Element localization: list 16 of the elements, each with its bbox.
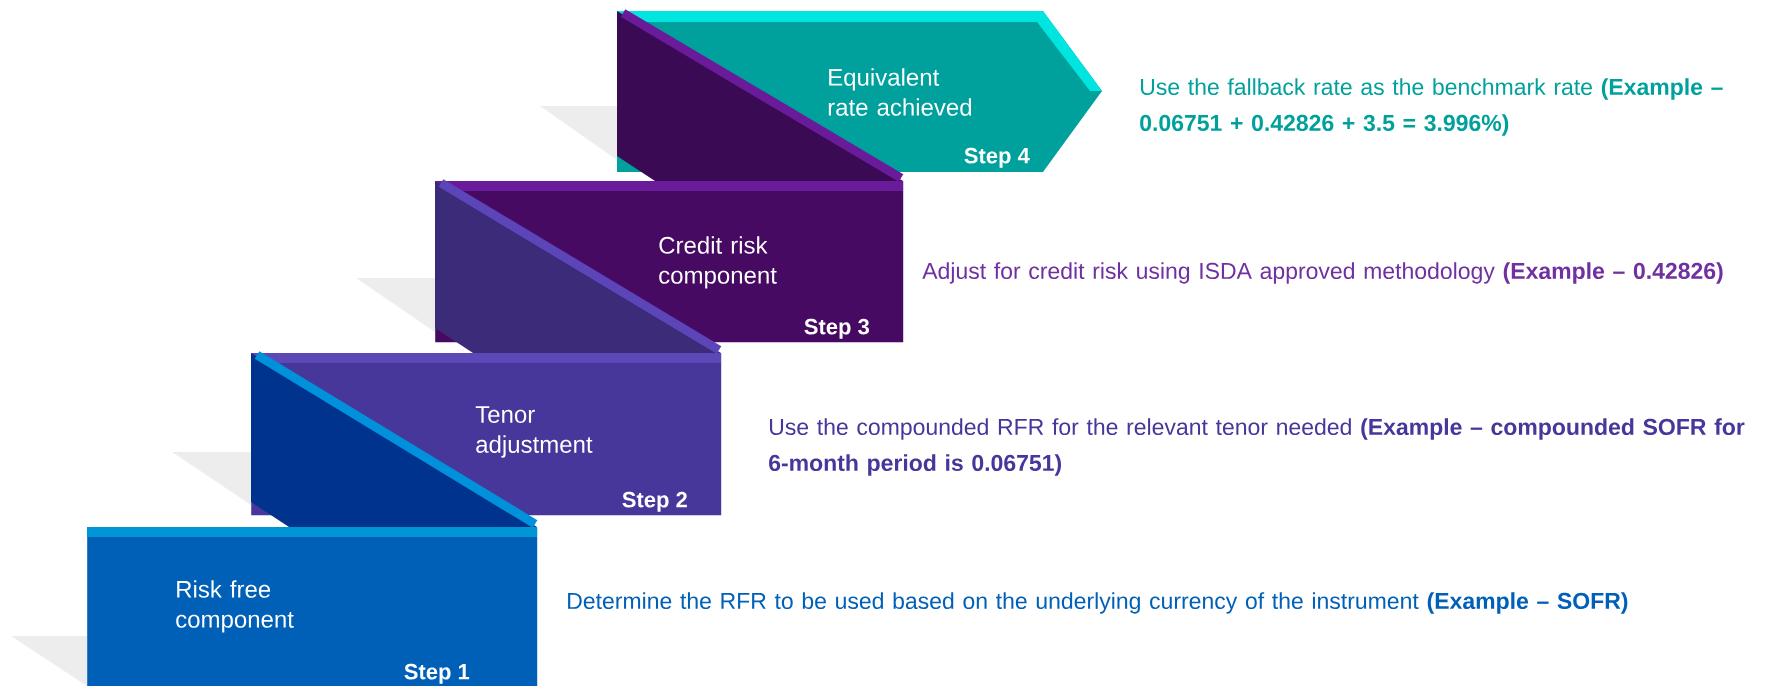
step-description: Use the compounded RFR for the relevant tenor needed (Example – compounded SOFR for 6-month period is 0.06751) — [769, 418, 1745, 476]
step-label: Step 3 — [804, 318, 869, 339]
step-label: Step 1 — [404, 663, 470, 684]
step-title: Tenor adjustment — [475, 406, 593, 458]
step-block — [435, 179, 904, 354]
step-title: Risk free component — [176, 580, 294, 633]
step-label: Step 4 — [964, 147, 1030, 168]
step-block — [617, 9, 1102, 182]
step-description: Adjust for credit risk using ISDA approved methodology (Example – 0.42826) — [922, 262, 1723, 284]
step-title: Equivalent rate achieved — [828, 68, 972, 116]
step-label: Step 2 — [622, 491, 687, 512]
step-block — [87, 527, 538, 686]
step-title: Credit risk component — [659, 236, 777, 289]
step-description: Determine the RFR to be used based on the underlying currency of the instrument (Example – SOFR) — [568, 592, 1628, 614]
step-description: Use the fallback rate as the benchmark rate (Example – 0.06751 + 0.42826 + 3.5 = 3.996%) — [1140, 78, 1723, 136]
step-block — [251, 351, 722, 528]
